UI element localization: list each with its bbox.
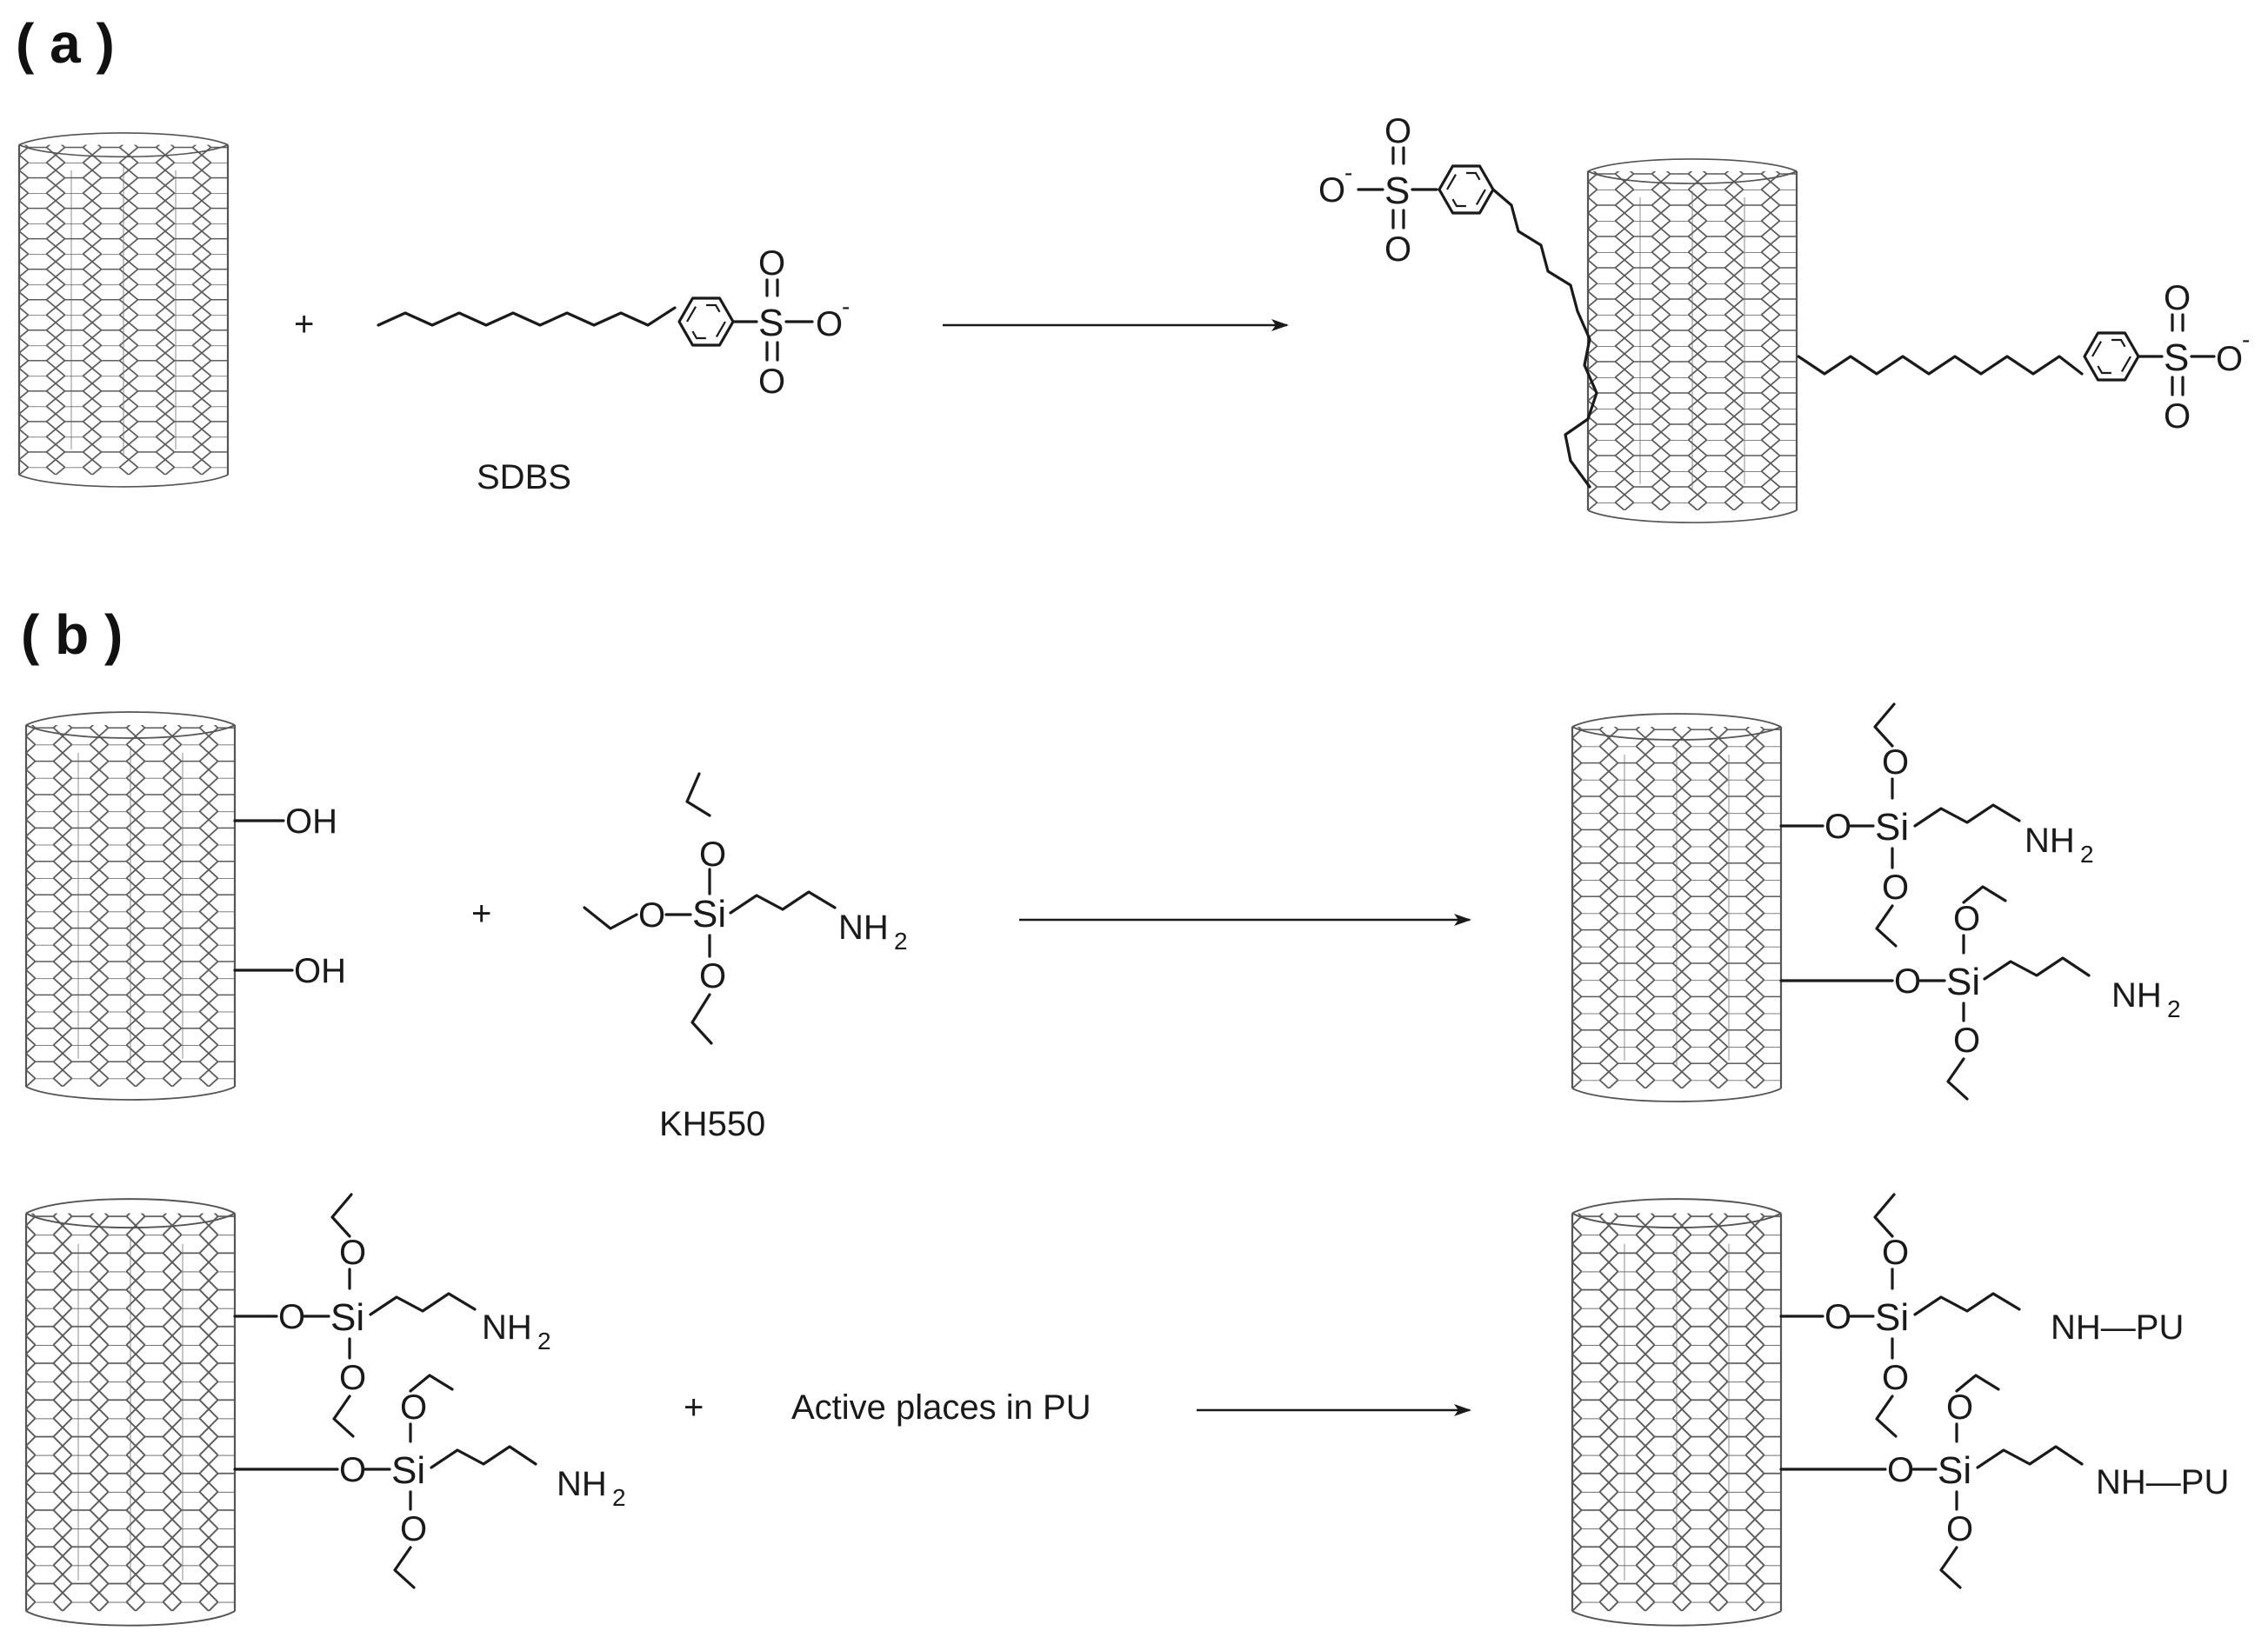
carbon-nanotube-icon — [1571, 712, 1783, 1103]
attached-silane-upper: O Si O O NH 2 — [233, 1193, 551, 1438]
sulfur-atom: S — [2164, 336, 2189, 379]
panel-b-row-1: OH OH + O Si O O NH 2 KH550 O Si — [24, 702, 2181, 1143]
hydroxyl-group-label: OH — [294, 952, 346, 990]
grafted-silane-upper: O Si O O NH 2 — [1779, 702, 2094, 948]
charge-minus: - — [2242, 326, 2250, 353]
pu-linkage-label: NH—PU — [2051, 1308, 2184, 1347]
oxygen-atom: O — [1384, 112, 1411, 150]
benzene-ring-icon — [2083, 331, 2140, 382]
charge-minus: - — [842, 293, 850, 320]
silicon-atom: Si — [391, 1449, 425, 1492]
active-places-label: Active places in PU — [791, 1388, 1091, 1427]
oxygen-atom: O — [699, 835, 726, 874]
oxygen-anion: O — [1318, 171, 1345, 210]
oxygen-atom: O — [1946, 1510, 1973, 1548]
oxygen-atom: O — [699, 957, 726, 995]
oxygen-atom: O — [2164, 279, 2191, 317]
amine-group-label: NH — [482, 1308, 532, 1347]
oxygen-atom: O — [278, 1298, 305, 1336]
subscript-two: 2 — [2167, 995, 2181, 1022]
carbon-nanotube-icon — [1586, 157, 1798, 524]
pu-linkage-label: NH—PU — [2096, 1463, 2229, 1501]
oxygen-atom: O — [1887, 1451, 1914, 1489]
sulfur-atom: S — [1384, 170, 1410, 212]
amine-group-label: NH — [838, 909, 889, 947]
kh550-label: KH550 — [659, 1105, 765, 1143]
oxygen-atom: O — [1384, 230, 1411, 269]
oxygen-anion: O — [816, 305, 843, 343]
plus-sign: + — [294, 305, 314, 343]
oxygen-atom: O — [400, 1388, 427, 1427]
oxygen-atom: O — [758, 244, 785, 283]
plus-sign: + — [471, 895, 491, 933]
carbon-nanotube-icon — [24, 710, 237, 1102]
sdbs-molecule: S O O O - — [377, 244, 850, 401]
oxygen-atom: O — [1882, 743, 1909, 782]
oxygen-atom: O — [1882, 869, 1909, 907]
subscript-two: 2 — [2080, 841, 2094, 868]
oxygen-atom: O — [758, 363, 785, 401]
adsorbed-sdbs-right: S O O O - — [1797, 279, 2250, 436]
pu-grafted-silane-upper: O Si O O NH—PU — [1779, 1193, 2184, 1438]
oxygen-atom: O — [1946, 1388, 1973, 1427]
silicon-atom: Si — [1946, 961, 1980, 1003]
oxygen-atom: O — [1953, 1022, 1980, 1060]
adsorbed-sdbs-left: O - S O O — [1318, 112, 1598, 489]
carbon-nanotube-icon — [24, 1197, 237, 1627]
panel-b-row-2: O Si O O NH 2 O Si O O NH 2 — [24, 1193, 2229, 1627]
oxygen-atom: O — [1824, 808, 1851, 846]
grafted-silane-lower: O Si O O NH 2 — [1779, 885, 2181, 1101]
oxygen-atom: O — [1894, 962, 1921, 1001]
panel-label-b: ( b ) — [21, 603, 123, 666]
oxygen-atom: O — [1882, 1359, 1909, 1397]
silicon-atom: Si — [1875, 1296, 1909, 1339]
hydroxyl-group-label: OH — [285, 802, 337, 841]
amine-group-label: NH — [2025, 822, 2075, 860]
oxygen-atom: O — [1882, 1234, 1909, 1272]
subscript-two: 2 — [894, 928, 908, 955]
carbon-nanotube-icon — [17, 131, 230, 488]
pu-grafted-silane-lower: O Si O O NH—PU — [1779, 1374, 2229, 1589]
charge-minus: - — [1344, 159, 1352, 186]
oxygen-atom: O — [400, 1510, 427, 1548]
oxygen-atom: O — [1824, 1298, 1851, 1336]
panel-a: + S O O O - SDBS O - S O — [17, 112, 2250, 524]
oxygen-atom: O — [1953, 900, 1980, 938]
kh550-molecule: O Si O O NH 2 — [583, 772, 908, 1045]
plus-sign: + — [684, 1388, 704, 1427]
amine-group-label: NH — [2111, 976, 2162, 1015]
oxygen-atom: O — [339, 1234, 366, 1272]
silicon-atom: Si — [1875, 806, 1909, 849]
oxygen-atom: O — [638, 896, 665, 935]
subscript-two: 2 — [612, 1484, 626, 1511]
attached-silane-lower: O Si O O NH 2 — [233, 1374, 626, 1589]
oxygen-atom: O — [339, 1451, 366, 1489]
silicon-atom: Si — [1938, 1449, 1971, 1492]
silicon-atom: Si — [330, 1296, 364, 1339]
panel-label-a: ( a ) — [16, 12, 115, 75]
carbon-nanotube-icon — [1571, 1197, 1783, 1627]
benzene-ring-icon — [677, 296, 735, 347]
oxygen-atom: O — [339, 1359, 366, 1397]
silicon-atom: Si — [692, 893, 726, 935]
oxygen-atom: O — [2164, 397, 2191, 436]
benzene-ring-icon — [1438, 164, 1495, 215]
subscript-two: 2 — [537, 1328, 551, 1354]
amine-group-label: NH — [557, 1465, 607, 1503]
sdbs-label: SDBS — [477, 458, 571, 496]
sulfur-atom: S — [758, 302, 784, 344]
oxygen-anion: O — [2216, 340, 2243, 378]
